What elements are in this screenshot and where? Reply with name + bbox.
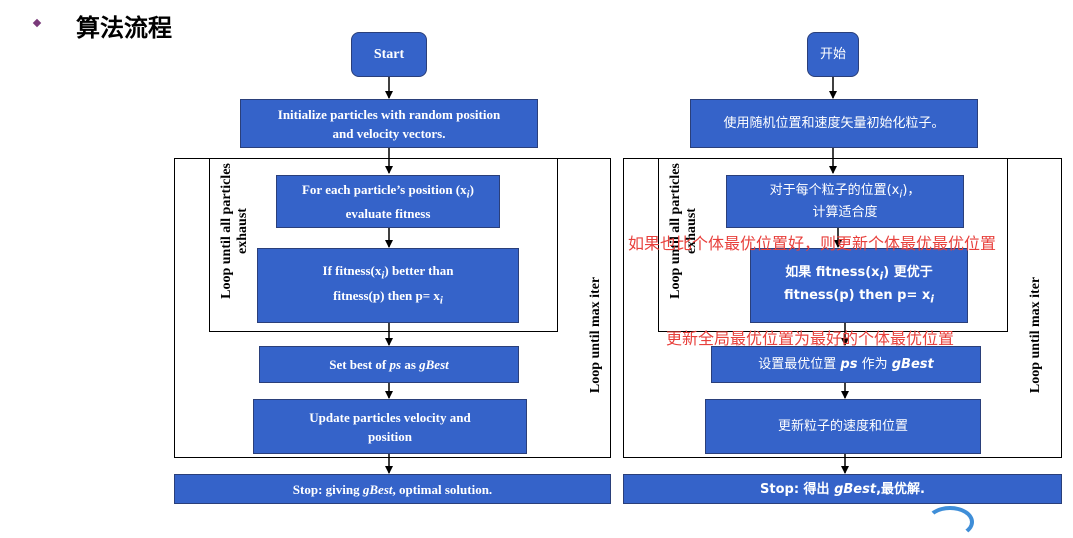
if-subscript-cn: i xyxy=(879,269,884,283)
if-line1: If fitness(xi) better than xyxy=(323,261,454,286)
start-label-cn: 开始 xyxy=(819,47,846,62)
foreach-subscript-cn: i xyxy=(899,187,903,201)
if-node-cn: 如果 fitness(xi) 更优于 fitness(p) then p= xi xyxy=(750,248,968,323)
stop-cn-text: Stop: 得出 xyxy=(760,481,835,497)
if-subscript-2-cn: i xyxy=(930,292,934,306)
corner-logo-arc-icon xyxy=(926,506,974,538)
if-line2-cn-text: fitness(p) then p= x xyxy=(783,287,931,303)
inner-loop-label-left: Loop until all particles exhaust xyxy=(219,163,250,299)
set-best-cn-as: 作为 xyxy=(857,357,892,372)
set-best-cn-text: 设置最优位置 xyxy=(758,357,841,372)
set-best-gbest: gBest xyxy=(419,357,449,372)
set-best-ps: ps xyxy=(389,357,402,372)
outer-loop-label-right: Loop until max iter xyxy=(1028,276,1043,394)
foreach-line1: For each particle’s position (xi) xyxy=(302,180,474,205)
update-node: Update particles velocity and position xyxy=(253,399,527,454)
update-line2: position xyxy=(367,428,413,444)
foreach-line1-cn: 对于每个粒子的位置(xi)， xyxy=(770,181,921,204)
stop-node: Stop: giving gBest, optimal solution. xyxy=(174,474,611,504)
set-best-node-cn: 设置最优位置 ps 作为 gBest xyxy=(711,346,981,383)
if-line1-cn-text: 如果 fitness(x xyxy=(785,264,880,280)
if-line2: fitness(p) then p= xi xyxy=(333,286,443,311)
stop-node-cn: Stop: 得出 gBest,最优解. xyxy=(623,474,1062,504)
init-node: Initialize particles with random positio… xyxy=(240,99,538,148)
stop-cn-end: ,最优解. xyxy=(876,481,925,497)
set-best-cn-ps: ps xyxy=(840,357,858,372)
inner-loop-frame-right xyxy=(658,158,1008,332)
inner-loop-frame-left xyxy=(209,158,558,332)
foreach-subscript: i xyxy=(466,188,470,201)
if-line2-text: fitness(p) then p= x xyxy=(333,287,440,303)
stop-gbest: gBest xyxy=(362,481,393,497)
update-node-cn: 更新粒子的速度和位置 xyxy=(705,399,981,454)
stop-label: Stop: giving gBest, optimal solution. xyxy=(293,480,492,499)
if-line1-cn-end: ) 更优于 xyxy=(883,264,933,280)
page-title: 算法流程 xyxy=(76,14,172,42)
foreach-node-cn: 对于每个粒子的位置(xi)， 计算适合度 xyxy=(726,175,964,228)
init-line1: Initialize particles with random positio… xyxy=(277,106,501,122)
annotation-update-personal-best: 如果也比个体最优位置好，则更新个体最优最优位置 xyxy=(628,234,997,253)
update-label-cn: 更新粒子的速度和位置 xyxy=(777,419,908,434)
init-line2: and velocity vectors. xyxy=(332,125,446,141)
if-line1-text: If fitness(x xyxy=(322,262,382,278)
outer-loop-label-left: Loop until max iter xyxy=(588,276,603,394)
start-node: Start xyxy=(351,32,427,77)
set-best-text: Set best of xyxy=(329,357,390,372)
stop-cn-gbest: gBest xyxy=(834,481,877,497)
foreach-line2-cn: 计算适合度 xyxy=(812,205,878,221)
set-best-label-cn: 设置最优位置 ps 作为 gBest xyxy=(758,355,933,374)
init-label-cn: 使用随机位置和速度矢量初始化粒子。 xyxy=(723,116,945,131)
stop-label-cn: Stop: 得出 gBest,最优解. xyxy=(760,480,925,499)
foreach-line1-end: ) xyxy=(469,181,474,197)
if-line2-cn: fitness(p) then p= xi xyxy=(784,286,934,309)
if-subscript: i xyxy=(381,269,385,282)
stop-end: , optimal solution. xyxy=(392,481,493,497)
foreach-line1-cn-end: )， xyxy=(902,182,921,198)
start-node-cn: 开始 xyxy=(807,32,859,77)
if-node: If fitness(xi) better than fitness(p) th… xyxy=(257,248,519,323)
update-line1: Update particles velocity and xyxy=(309,409,471,425)
init-node-cn: 使用随机位置和速度矢量初始化粒子。 xyxy=(690,99,978,148)
annotation-update-global-best: 更新全局最优位置为最好的个体最优位置 xyxy=(666,329,955,348)
if-line1-end: ) better than xyxy=(384,262,454,278)
foreach-line1-cn-text: 对于每个粒子的位置(x xyxy=(769,182,900,198)
foreach-node: For each particle’s position (xi) evalua… xyxy=(276,175,500,228)
if-subscript-2: i xyxy=(439,294,443,307)
start-label: Start xyxy=(373,47,405,62)
foreach-line1-text: For each particle’s position (x xyxy=(301,181,467,197)
flow-arrows xyxy=(385,77,849,474)
if-line1-cn: 如果 fitness(xi) 更优于 xyxy=(785,263,932,286)
set-best-as: as xyxy=(401,357,420,372)
set-best-node: Set best of ps as gBest xyxy=(259,346,519,383)
stop-text: Stop: giving xyxy=(292,481,363,497)
set-best-cn-gbest: gBest xyxy=(891,357,934,372)
foreach-line2: evaluate fitness xyxy=(345,206,431,222)
set-best-label: Set best of ps as gBest xyxy=(329,355,449,374)
